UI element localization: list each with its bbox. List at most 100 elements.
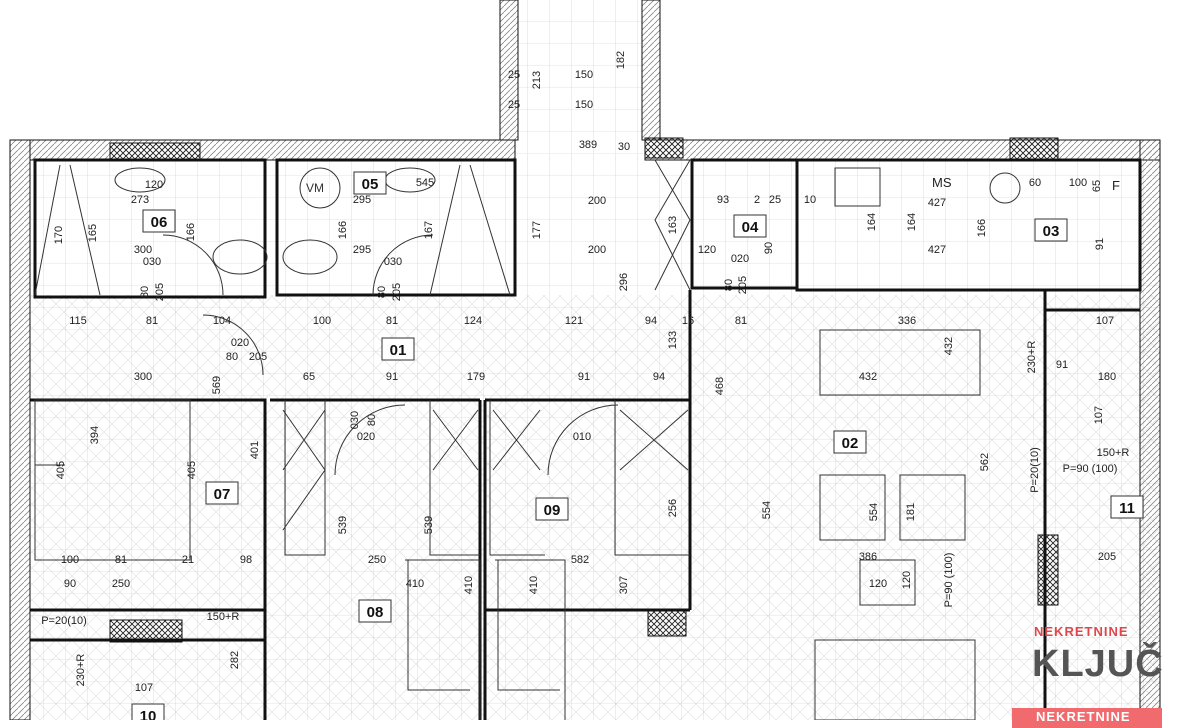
kitchen-label: MS: [932, 175, 952, 190]
dimension-label: 81: [146, 315, 158, 327]
dimension-label: 386: [859, 551, 877, 563]
room-number: 05: [362, 176, 379, 193]
fridge-label: F: [1112, 178, 1120, 193]
dimension-label: 554: [761, 501, 773, 519]
dimension-label: 25: [769, 194, 781, 206]
dimension-label: 200: [588, 244, 606, 256]
dimension-label: 182: [615, 51, 627, 69]
dimension-label: 166: [185, 223, 197, 241]
dimension-label: 562: [979, 453, 991, 471]
dimension-label: 554: [868, 503, 880, 521]
dimension-label: 432: [943, 337, 955, 355]
dimension-label: 468: [714, 377, 726, 395]
room-tag: 05: [353, 171, 387, 195]
dimension-label: 427: [928, 244, 946, 256]
insulated-wall: [644, 137, 684, 159]
dimension-label: 205: [154, 283, 166, 301]
dimension-label: 030: [143, 256, 161, 268]
dimension-label: 94: [653, 371, 665, 383]
dimension-label: 545: [416, 177, 434, 189]
dimension-label: P=90 (100): [943, 553, 955, 608]
room-number: 10: [140, 708, 157, 720]
corridor-grid: [515, 0, 645, 160]
dimension-label: 150: [575, 69, 593, 81]
dimension-label: 120: [901, 571, 913, 589]
right-wall: [1139, 139, 1161, 720]
dimension-label: 167: [423, 221, 435, 239]
dimension-label: 410: [406, 578, 424, 590]
dimension-label: 120: [145, 179, 163, 191]
insulated-wall: [109, 142, 201, 162]
dimension-label: 427: [928, 197, 946, 209]
dimension-label: 60: [1029, 177, 1041, 189]
dimension-label: 177: [531, 221, 543, 239]
dimension-label: 90: [763, 242, 775, 254]
dimension-label: 205: [737, 276, 749, 294]
left-wall: [9, 139, 31, 720]
dimension-label: 539: [337, 516, 349, 534]
room-number: 07: [214, 486, 231, 503]
dimension-label: 569: [211, 376, 223, 394]
dimension-label: 91: [578, 371, 590, 383]
corridor-wall-left: [499, 0, 519, 141]
dimension-label: 98: [240, 554, 252, 566]
dimension-label: 150+R: [1097, 447, 1130, 459]
dimension-label: 256: [667, 499, 679, 517]
dimension-label: 539: [423, 516, 435, 534]
dimension-label: 295: [353, 194, 371, 206]
dimension-label: 020: [357, 431, 375, 443]
dimension-label: 164: [906, 213, 918, 231]
dimension-label: 90: [64, 578, 76, 590]
dimension-label: 020: [231, 337, 249, 349]
corridor-wall-right: [641, 0, 661, 141]
room-tag: 07: [205, 481, 239, 505]
dimension-label: 91: [386, 371, 398, 383]
dimension-label: 166: [337, 221, 349, 239]
dimension-label: 100: [1069, 177, 1087, 189]
dimension-label: 166: [976, 219, 988, 237]
dimension-label: 120: [698, 244, 716, 256]
dimension-label: 91: [1056, 359, 1068, 371]
room-number: 01: [390, 342, 407, 359]
dimension-label: 10: [804, 194, 816, 206]
dimension-label: 230+R: [1026, 341, 1038, 374]
dimension-label: 81: [386, 315, 398, 327]
dimension-label: 163: [667, 216, 679, 234]
dimension-label: 80: [723, 279, 735, 291]
room-tag: 10: [131, 703, 165, 720]
dimension-label: 205: [391, 283, 403, 301]
room-tag: 03: [1034, 218, 1068, 242]
dimension-label: 296: [618, 273, 630, 291]
room-tag: 04: [733, 214, 767, 238]
agency-logo: NEKRETNINE KLJUČ NEKRETNINE: [1012, 612, 1172, 728]
dimension-label: 81: [735, 315, 747, 327]
insulated-wall: [647, 609, 687, 637]
top-wall-right: [644, 139, 1161, 161]
logo-main-text: KLJUČ: [1032, 643, 1164, 685]
dimension-label: 81: [115, 554, 127, 566]
dimension-label: 205: [249, 351, 267, 363]
washing-machine-label: VM: [306, 181, 324, 195]
dimension-label: 205: [1098, 551, 1116, 563]
room-tag: 02: [833, 430, 867, 454]
room-number: 02: [842, 435, 859, 452]
dimension-label: 295: [353, 244, 371, 256]
dimension-label: 030: [384, 256, 402, 268]
dimension-label: 181: [905, 503, 917, 521]
dimension-label: 250: [112, 578, 130, 590]
dimension-label: 410: [463, 576, 475, 594]
dimension-label: 124: [464, 315, 482, 327]
room-number: 04: [742, 219, 759, 236]
dimension-label: 300: [134, 371, 152, 383]
dimension-label: 405: [55, 461, 67, 479]
room-tag: 06: [142, 209, 176, 233]
insulated-wall: [1009, 137, 1059, 161]
dimension-label: 020: [731, 253, 749, 265]
dimension-label: 150: [575, 99, 593, 111]
dimension-label: 405: [186, 461, 198, 479]
dimension-label: 93: [717, 194, 729, 206]
dimension-label: P=20(10): [1029, 447, 1041, 493]
room-number: 03: [1043, 223, 1060, 240]
dimension-label: 165: [87, 224, 99, 242]
